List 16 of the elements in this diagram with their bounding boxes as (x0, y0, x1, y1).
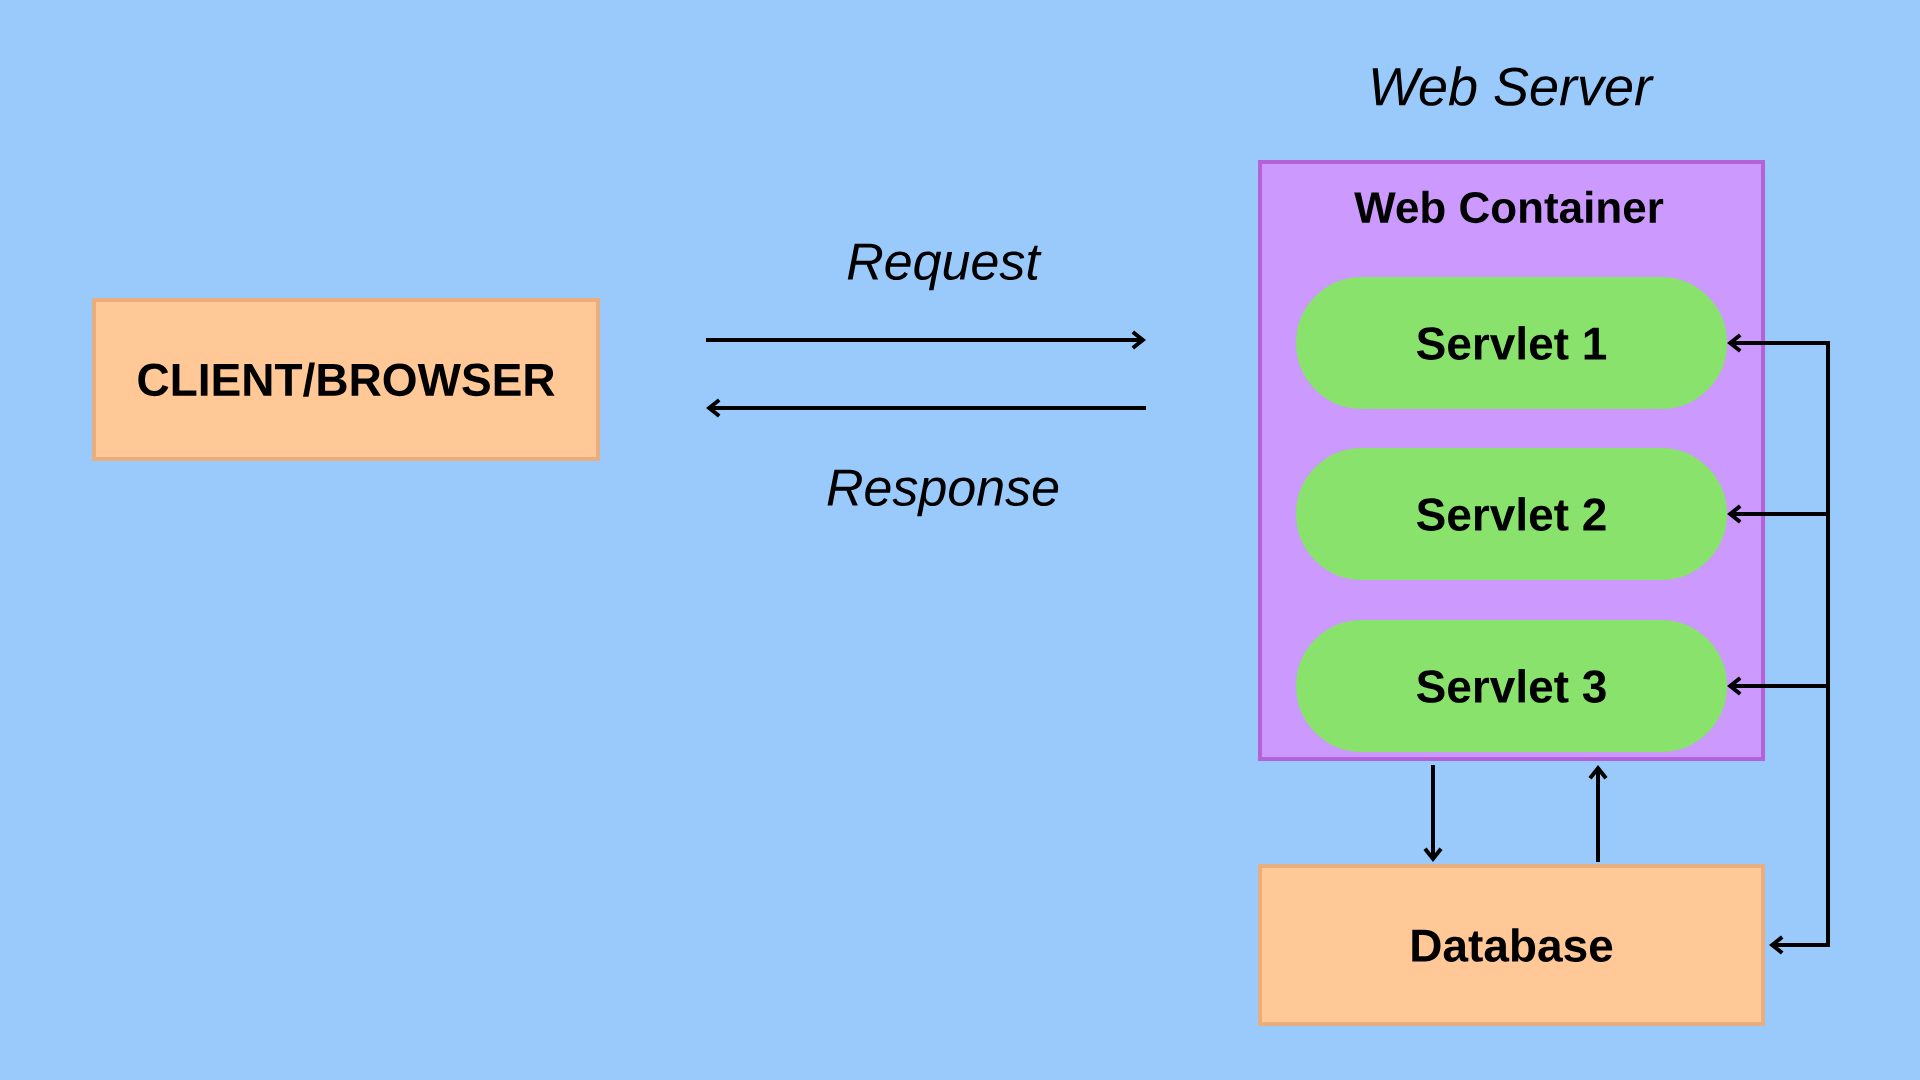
arrow (706, 330, 1146, 350)
arrow (1727, 504, 1830, 524)
arrow (1423, 765, 1443, 862)
arrow (1727, 333, 1830, 353)
edge-label: Response (823, 467, 1063, 519)
process-box: CLIENT/BROWSER (92, 298, 600, 461)
arrow (1588, 765, 1608, 862)
process-box: Database (1258, 864, 1765, 1026)
servlet-pill: Servlet 1 (1296, 277, 1727, 409)
arrow (1769, 343, 1830, 955)
edge-label: Request (844, 241, 1042, 293)
heading: Web Server (1372, 66, 1654, 106)
arrow (1727, 676, 1830, 696)
arrow (706, 398, 1146, 418)
servlet-pill: Servlet 2 (1296, 448, 1727, 580)
servlet-pill: Servlet 3 (1296, 620, 1727, 752)
